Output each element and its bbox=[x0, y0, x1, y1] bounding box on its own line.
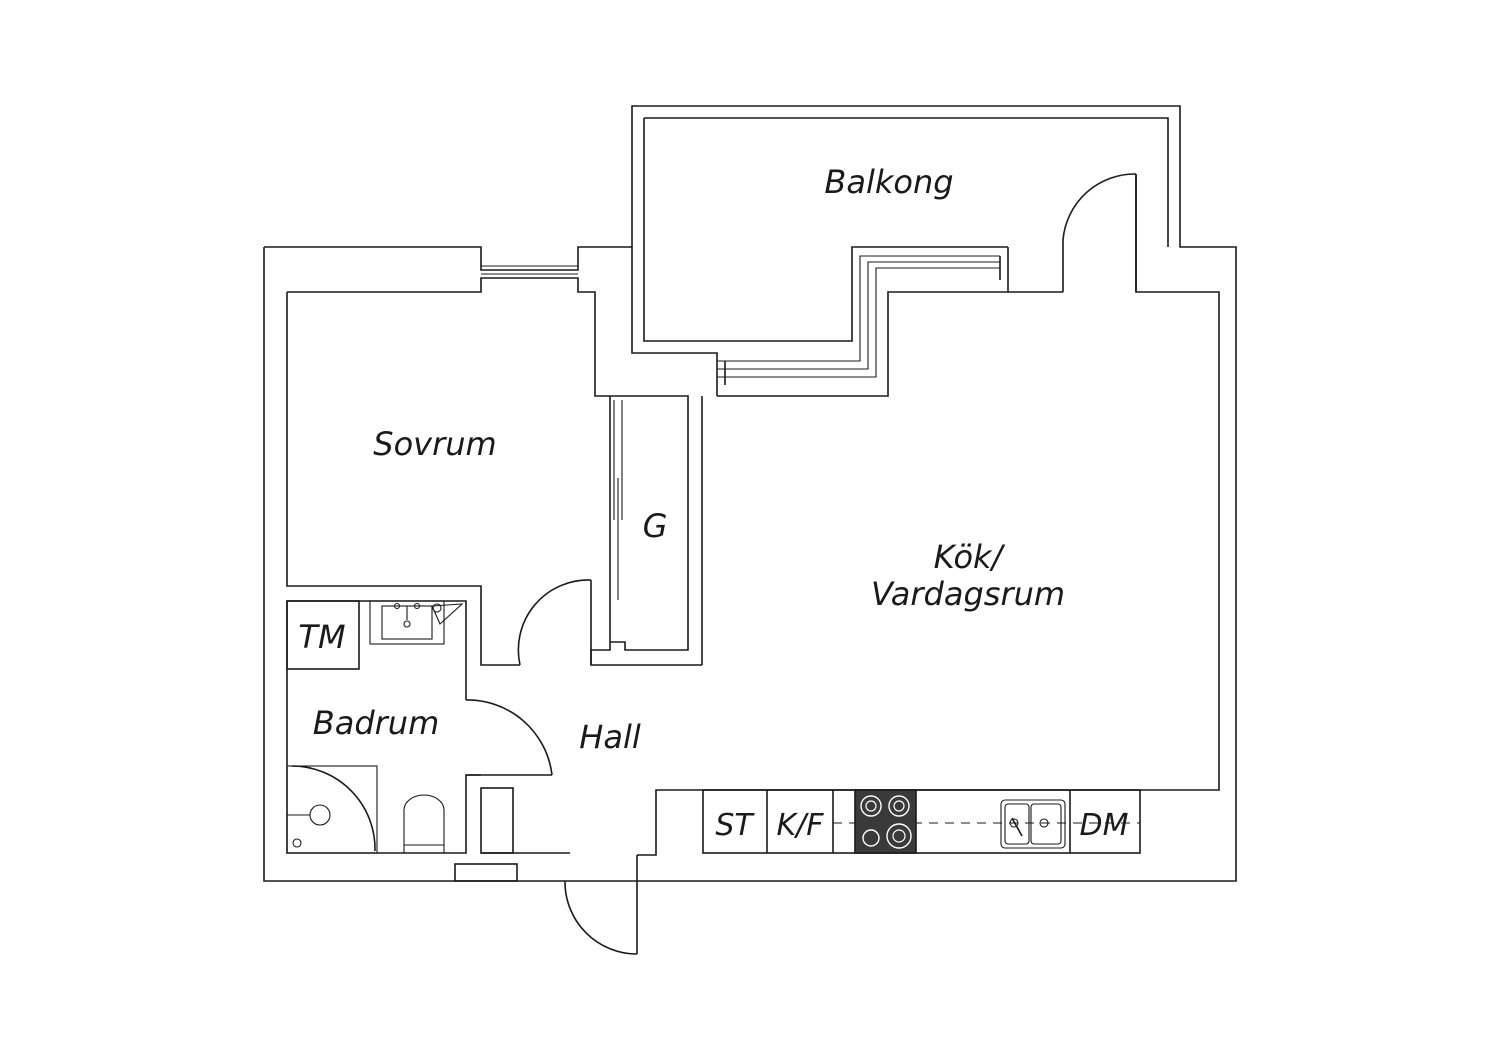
bedroom-door bbox=[517, 579, 592, 666]
bedroom-window bbox=[481, 265, 578, 275]
label-balkong: Balkong bbox=[824, 163, 953, 201]
label-st: ST bbox=[715, 808, 755, 843]
label-kf: K/F bbox=[776, 808, 824, 843]
label-wardrobe: G bbox=[643, 507, 668, 545]
label-dm: DM bbox=[1080, 808, 1129, 843]
outer-walls bbox=[263, 105, 1237, 882]
bathroom bbox=[286, 600, 553, 854]
label-kitchen-line2: Vardagsrum bbox=[871, 575, 1065, 613]
balcony bbox=[631, 117, 1169, 397]
label-badrum: Badrum bbox=[313, 704, 439, 742]
label-tm: TM bbox=[298, 618, 345, 656]
kitchen-counter bbox=[702, 789, 1141, 854]
kitchen-sink-icon bbox=[1000, 799, 1066, 849]
label-sovrum: Sovrum bbox=[373, 425, 496, 463]
label-kitchen-line1: Kök/ bbox=[934, 538, 1006, 576]
label-hall: Hall bbox=[579, 718, 641, 756]
